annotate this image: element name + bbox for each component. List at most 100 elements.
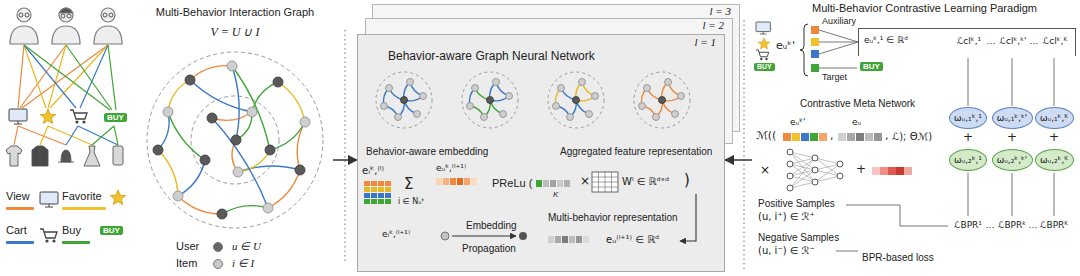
behavior-subgraph-part-part: [548, 72, 604, 128]
embedding-vector-part-part: [536, 180, 542, 187]
math-symbol: eᵤᵏ,⁽ˡ⁺¹⁾: [436, 163, 466, 173]
behavior-subgraph-part-part-part: [420, 93, 427, 100]
brace: [800, 24, 808, 76]
behavior-subgraph-part-part-part: [579, 79, 586, 86]
legend-swatch: [213, 259, 223, 269]
embedding-vector-part: [364, 181, 391, 186]
user-icon-part-part: [103, 13, 107, 17]
embedding-vector-part-part: [378, 187, 384, 192]
weight-label: ωᵤ,₁ᵏ,¹: [954, 113, 982, 123]
behavior-subgraph-part-part: [639, 79, 685, 121]
interaction-graph-part-part: [247, 107, 257, 117]
math-symbol: (u, i⁻) ∈ ℛ⁻: [758, 245, 815, 257]
graph-panel: Multi-Behavior Interaction GraphV = U ∪ …: [138, 4, 333, 238]
behavior-subgraph-part-part: [641, 82, 681, 117]
item-icon: [6, 146, 123, 166]
math-symbol: +: [963, 131, 973, 145]
embedding-vector-part-part: [364, 187, 370, 192]
math-symbol: +: [1049, 131, 1059, 145]
interaction-graph-part-part: [232, 66, 239, 140]
embedding-vector-part-part: [443, 178, 449, 185]
behavior-subgraph-part-part-part: [665, 79, 672, 86]
interaction-graph-part-part: [232, 66, 270, 150]
meta-input-part-part: [783, 133, 791, 141]
item-icon-part: [32, 146, 48, 166]
meta-input-part-part: [838, 133, 846, 141]
math-symbol: K: [553, 190, 558, 199]
legend-label: User: [176, 240, 199, 253]
behavior-icon: [756, 22, 770, 60]
embedding-vector-part-part: [385, 193, 391, 198]
pairing-line-part: [836, 205, 948, 251]
embedding-vector-part: [436, 178, 477, 185]
meta-network-part-part: [790, 158, 815, 188]
interaction-graph-part-part: [158, 112, 169, 150]
propagation-step-part: [441, 232, 449, 240]
interaction-graph-part-part: [222, 206, 268, 214]
interaction-graph-part-part: [207, 113, 217, 123]
step-label: Behavior-aware embedding: [366, 146, 488, 158]
set-notation: u ∈ U: [232, 240, 261, 253]
pairing-line-part: [819, 30, 858, 68]
behavior-subgraph-part-part-part: [386, 85, 393, 92]
interaction-graph-part-part: [268, 170, 300, 208]
meta-input-part-part: [874, 133, 882, 141]
math-symbol: PReLu (: [492, 177, 532, 190]
meta-network-part-part: [790, 170, 815, 188]
math-symbol: +: [856, 163, 866, 177]
panel-heading: Multi-Behavior Interaction Graph: [156, 6, 314, 19]
behavior-icon-part: [40, 192, 58, 207]
embedding-vector-part: [364, 187, 391, 192]
math-symbol: ,: [885, 130, 889, 143]
legend-swatch: [213, 242, 223, 252]
interaction-graph-part-part: [185, 75, 195, 85]
ellipsis: …: [986, 220, 995, 230]
meta-network-part-part: [812, 155, 818, 161]
interaction-graph-part-part: [270, 122, 305, 150]
role-label: Auxiliary: [822, 16, 856, 26]
weight-label: ωᵤ,₁ᵏ,ᵏ': [997, 113, 1028, 123]
interaction-graph-part-part: [295, 165, 305, 175]
loss-term: ℒclᵏ,¹: [957, 36, 981, 46]
meta-output-part: [896, 167, 904, 175]
weight-circle: ωᵤ,₂ᵏ,¹: [949, 149, 987, 171]
sample-label: Positive Samples: [758, 198, 835, 210]
interaction-graph-part-part: [212, 118, 268, 208]
propagation-step: [441, 232, 527, 240]
behavior-subgraph-part-part: [555, 82, 595, 117]
behavior-embedding-part: [811, 38, 819, 46]
math-symbol: ×: [580, 175, 590, 189]
ellipsis: …: [1029, 220, 1038, 230]
embedding-vector-part-part: [583, 236, 589, 243]
item-icon-part: [6, 146, 22, 166]
embedding-vector-part-part: [378, 199, 384, 204]
user-icon-part-part: [25, 13, 29, 17]
item-icon-part: [113, 146, 123, 165]
contrastive-loss-box: eᵤᵏ,¹ ∈ ℝᵈℒclᵏ,¹…ℒclᵏ,ᵏ'…ℒclᵏ,ᴷ: [858, 28, 1076, 56]
meta-network-part: [787, 149, 843, 191]
behavior-subgraph-part-part-part: [678, 93, 685, 100]
embedding-vector-part-part: [371, 181, 377, 186]
user-icon-part-part: [67, 14, 71, 18]
behavior-embedding-part: [811, 64, 819, 72]
meta-output-part: [880, 167, 888, 175]
embedding-vector-part-part: [371, 199, 377, 204]
meta-input-part-part: [819, 133, 827, 141]
graph-boundary-part: [147, 52, 323, 228]
loss-term: ℒclᵏ,ᴷ: [1043, 36, 1067, 46]
behavior-icon-part: [40, 109, 55, 123]
meta-input-part: [838, 133, 882, 141]
legend-label: Favorite: [62, 190, 102, 203]
meta-network-part-part: [787, 173, 793, 179]
behavior-embedding-part: [811, 26, 819, 34]
behavior-subgraph-part-part-part: [493, 79, 500, 86]
meta-input-part-part: [865, 133, 873, 141]
loss-term: ℒclᵏ,ᵏ': [1000, 36, 1027, 46]
meta-input-part-part: [792, 133, 800, 141]
embedding-vector-part-part: [371, 187, 377, 192]
meta-input-part-part: [810, 133, 818, 141]
user-icon-part: [101, 8, 115, 22]
embedding-vector-part-part: [450, 178, 456, 185]
weight-matrix-part: [592, 172, 618, 192]
section-divider-part: [344, 30, 345, 262]
